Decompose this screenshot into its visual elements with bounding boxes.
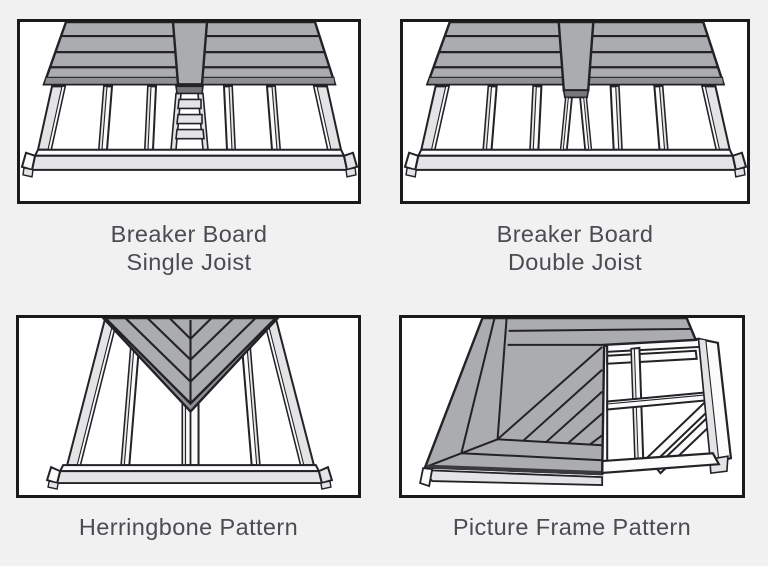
caption-line: Herringbone Pattern (78, 514, 299, 540)
picture-frame-pattern-illustration (419, 318, 733, 488)
caption-line: Picture Frame Pattern (452, 514, 692, 540)
diagram-box-breaker-single (17, 19, 361, 204)
breaker-board-and-double-joist (557, 22, 595, 151)
caption-line: Breaker Board (496, 221, 654, 247)
diagram-box-herringbone (16, 315, 361, 498)
picture-frame-decking (423, 318, 698, 476)
front-rim-joist (419, 467, 604, 488)
breaker-board-double-joist-illustration (403, 22, 747, 178)
front-rim-joist (403, 148, 747, 178)
front-rim-joist (45, 464, 334, 490)
front-rim-joist (20, 148, 358, 178)
breaker-board (557, 22, 595, 92)
caption-line: Single Joist (126, 248, 252, 275)
diagonal-deck-boards (496, 346, 603, 446)
diagram-box-picture-frame (399, 315, 745, 498)
caption-picture-frame: Picture Frame Pattern (399, 514, 745, 542)
diagram-box-breaker-double (400, 19, 750, 204)
breaker-board (171, 22, 209, 86)
herringbone-pattern-illustration (45, 318, 334, 490)
exposed-framing (599, 337, 733, 475)
caption-breaker-single: Breaker Board Single Joist (17, 221, 361, 276)
caption-breaker-double: Breaker Board Double Joist (400, 221, 750, 276)
caption-line: Double Joist (507, 248, 643, 275)
single-joist-blocking-ladder (170, 85, 209, 151)
breaker-board-single-joist-illustration (20, 22, 358, 178)
caption-line: Breaker Board (110, 221, 268, 247)
herringbone-decking (101, 318, 280, 414)
caption-herringbone: Herringbone Pattern (16, 514, 361, 542)
